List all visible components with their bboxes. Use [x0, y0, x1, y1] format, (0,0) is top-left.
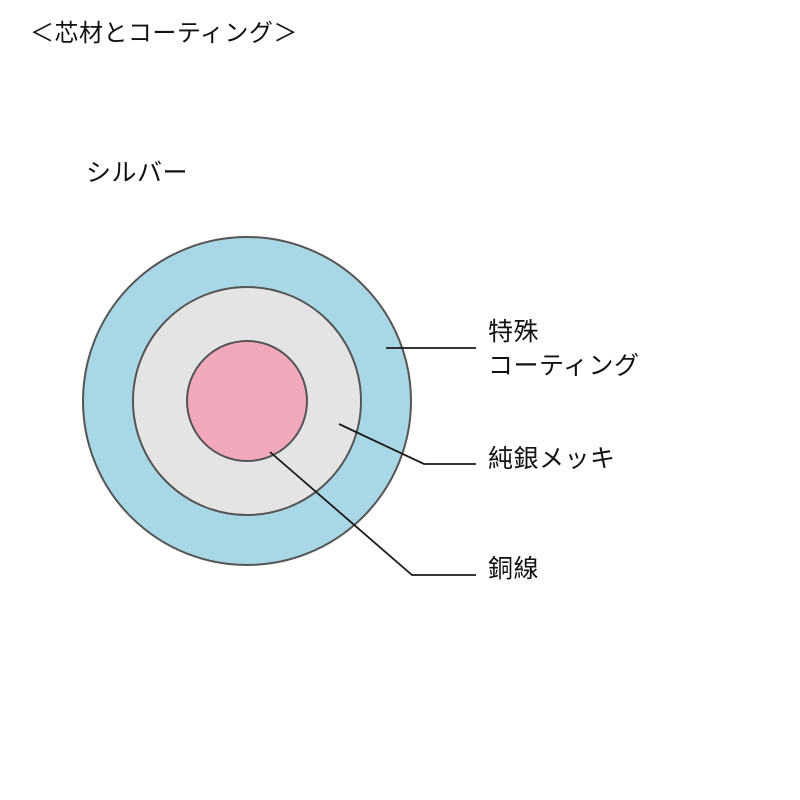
layer-label-copper-wire: 銅線 [488, 555, 540, 583]
leader-line-copper-wire [269, 451, 476, 576]
material-name-label: シルバー [86, 159, 189, 187]
page-title: ＜芯材とコーティング＞ [30, 20, 298, 47]
layer-label-coating-line1: 特殊 [488, 318, 540, 346]
layer-label-coating-line2: コーティング [488, 351, 640, 380]
layer-circle-inner-copper-wire [186, 340, 308, 462]
layer-label-coating: 特殊コーティング [488, 316, 640, 383]
layer-label-silver-plating: 純銀メッキ [488, 445, 616, 473]
leader-line-silver-plating [338, 423, 476, 465]
